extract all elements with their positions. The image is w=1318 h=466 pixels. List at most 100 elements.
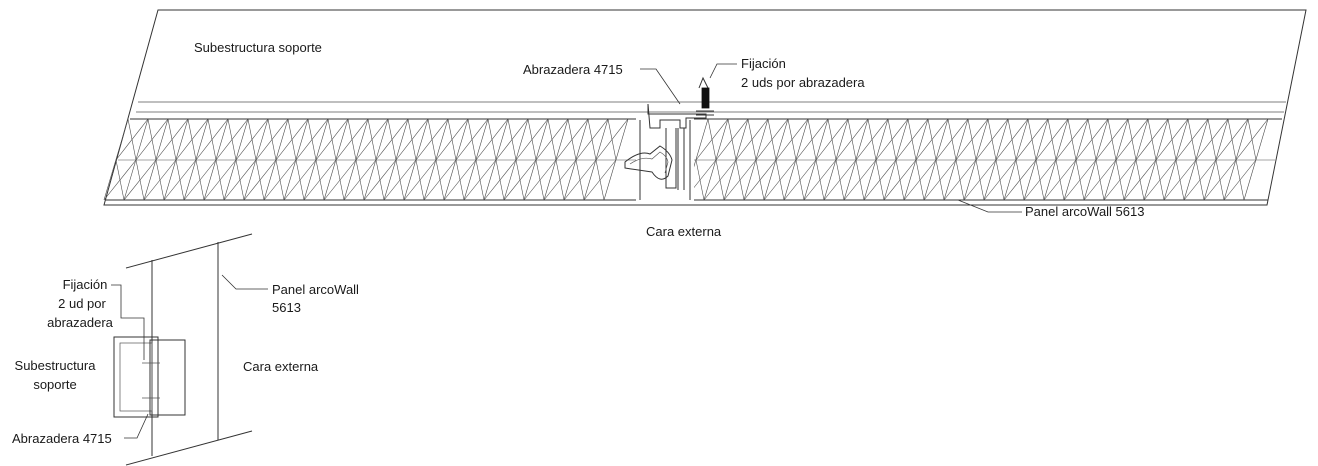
lattice-vertical <box>523 118 549 201</box>
lattice-diagonal <box>223 159 257 201</box>
lattice-diagonal <box>295 118 329 161</box>
lattice-vertical <box>963 118 989 201</box>
panel-section-top-edge <box>125 233 253 269</box>
lattice-diagonal <box>955 118 989 161</box>
lattice-vertical <box>763 118 789 201</box>
lattice-vertical <box>1103 118 1129 201</box>
lattice-diagonal <box>363 159 397 201</box>
lattice-vertical <box>923 118 949 201</box>
label-fixing-1: Fijación <box>741 56 786 71</box>
panel-section-bottom-edge <box>125 430 253 466</box>
lattice-vertical <box>103 118 129 201</box>
lattice-diagonal <box>1035 118 1069 161</box>
lattice-diagonal <box>395 118 429 161</box>
lattice-vertical <box>723 118 749 201</box>
lattice-diagonal <box>735 118 769 161</box>
lattice-vertical <box>303 118 329 201</box>
lattice-diagonal <box>1063 159 1097 201</box>
lattice-diagonal <box>743 159 777 201</box>
lattice-diagonal <box>1143 159 1177 201</box>
lattice-diagonal <box>1175 118 1209 161</box>
lattice-diagonal <box>963 159 997 201</box>
fixing-leader <box>709 63 737 79</box>
lattice-diagonal <box>315 118 349 161</box>
lattice-diagonal <box>543 159 577 201</box>
lattice-vertical <box>263 118 289 201</box>
detail-label-outer-face: Cara externa <box>243 359 319 374</box>
lattice-diagonal <box>903 159 937 201</box>
lattice-vertical <box>503 118 529 201</box>
lattice-diagonal <box>703 159 737 201</box>
lattice-diagonal <box>435 118 469 161</box>
lattice-vertical <box>203 118 229 201</box>
lattice-diagonal <box>123 159 157 201</box>
lattice-diagonal <box>255 118 289 161</box>
lattice-vertical <box>943 118 969 201</box>
lattice-diagonal <box>195 118 229 161</box>
lattice-diagonal <box>943 159 977 201</box>
lattice-diagonal <box>143 159 177 201</box>
lattice-diagonal <box>463 159 497 201</box>
detail-clamp <box>149 339 186 416</box>
lattice-diagonal <box>775 118 809 161</box>
label-fixing-2: 2 uds por abrazadera <box>741 75 865 90</box>
lattice-diagonal <box>283 159 317 201</box>
label-panel: Panel arcoWall 5613 <box>1025 204 1144 219</box>
lattice-diagonal <box>975 118 1009 161</box>
lattice-diagonal <box>723 159 757 201</box>
lattice-vertical <box>603 118 629 201</box>
lattice-vertical <box>843 118 869 201</box>
lattice-vertical <box>1023 118 1049 201</box>
lattice-vertical <box>1163 118 1189 201</box>
lattice-diagonal <box>535 118 569 161</box>
lattice-diagonal <box>1023 159 1057 201</box>
lattice-diagonal <box>403 159 437 201</box>
lattice-diagonal <box>155 118 189 161</box>
lattice-vertical <box>1003 118 1029 201</box>
lattice-diagonal <box>115 118 149 161</box>
lattice-diagonal <box>1115 118 1149 161</box>
lattice-vertical <box>163 118 189 201</box>
panel-leader <box>957 199 1022 213</box>
lattice-diagonal <box>323 159 357 201</box>
lattice-diagonal <box>1015 118 1049 161</box>
lattice-vertical <box>123 118 149 201</box>
lattice-diagonal <box>263 159 297 201</box>
lattice-diagonal <box>855 118 889 161</box>
lattice-diagonal <box>163 159 197 201</box>
detail-label-fixing-3: abrazadera <box>47 315 114 330</box>
lattice-diagonal <box>275 118 309 161</box>
lattice-diagonal <box>1083 159 1117 201</box>
lattice-diagonal <box>863 159 897 201</box>
lattice-vertical <box>803 118 829 201</box>
detail-label-panel-1: Panel arcoWall <box>272 282 359 297</box>
lattice-diagonal <box>1183 159 1217 201</box>
lattice-diagonal <box>495 118 529 161</box>
lattice-vertical <box>423 118 449 201</box>
lattice-diagonal <box>803 159 837 201</box>
lattice-diagonal <box>875 118 909 161</box>
lattice-diagonal <box>995 118 1029 161</box>
lattice-diagonal <box>575 118 609 161</box>
lattice-vertical <box>403 118 429 201</box>
lattice-diagonal <box>215 118 249 161</box>
lattice-diagonal <box>515 118 549 161</box>
lattice-diagonal <box>1103 159 1137 201</box>
lattice-diagonal <box>303 159 337 201</box>
lattice-vertical <box>383 118 409 201</box>
lattice-diagonal <box>383 159 417 201</box>
lattice-vertical <box>543 118 569 201</box>
lattice-vertical <box>1243 118 1269 201</box>
detail-panel-leader <box>221 274 268 290</box>
lattice-diagonal <box>815 118 849 161</box>
panel-lattice <box>103 118 1269 201</box>
lattice-diagonal <box>1163 159 1197 201</box>
lattice-diagonal <box>1223 159 1257 201</box>
detail-substructure-outer <box>113 336 159 418</box>
lattice-vertical <box>1063 118 1089 201</box>
detail-label-substructure-1: Subestructura <box>15 358 97 373</box>
lattice-diagonal <box>715 118 749 161</box>
lattice-diagonal <box>375 118 409 161</box>
lattice-vertical <box>823 118 849 201</box>
detail-label-substructure-2: soporte <box>33 377 76 392</box>
